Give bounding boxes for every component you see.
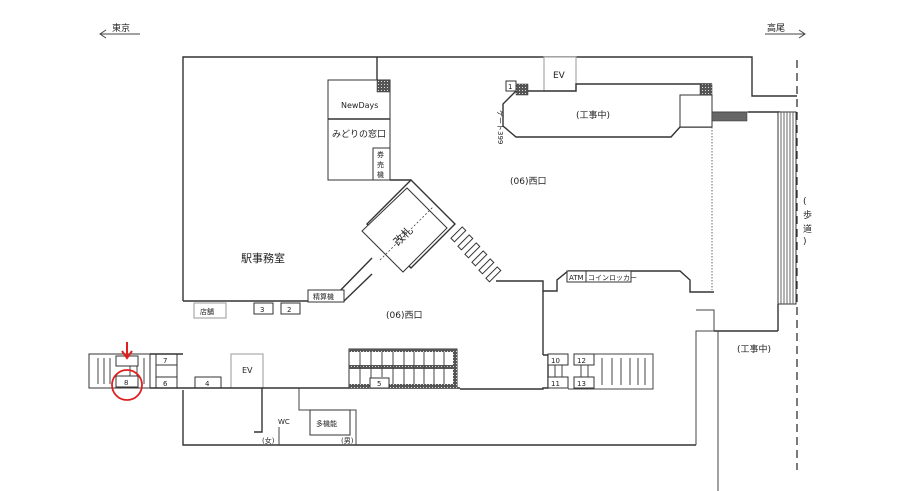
construction-upper: EV 1 ゲート399 (工事中) [496,56,780,290]
highlight-marker [111,342,143,401]
platform-7-label: 7 [163,357,167,365]
platform-12-label: 12 [577,357,586,365]
sidewalk-stairs [777,111,797,331]
platform-2-label: 2 [287,306,291,314]
men-label: (男) [341,437,354,445]
platform-8[interactable] [115,375,139,388]
shop-label: 店舗 [200,307,214,316]
direction-takao-label: 高尾 [767,22,785,34]
west-exit-lower-label: (06)西口 [386,310,422,321]
central-stairs: 5 [348,348,458,389]
direction-takao: 高尾 [765,22,806,39]
construction-lower-label: (工事中) [737,343,771,355]
platform-2: 2 [280,302,301,315]
midori-label: みどりの窓口 [332,128,386,140]
gate-399-label: ゲート399 [496,110,505,144]
platform-3: 3 [253,302,274,315]
fare-adjust-box [307,289,345,303]
east-stairs: 10 11 12 13 [460,353,654,390]
highlight-circle [111,369,143,401]
ticket-gate: 改札 [361,179,714,355]
platform-11-label: 11 [551,380,560,388]
ev-top-label: EV [553,71,566,81]
atm-label: ATM [569,274,584,282]
sidewalk-label-2: 歩 [803,209,812,221]
gate-lanes [450,226,502,283]
ticket-machine-label-3: 機 [377,170,384,179]
platform-5-label: 5 [377,380,381,388]
sidewalk-label-3: 道 [803,223,812,235]
newdays-label: NewDays [341,101,378,110]
direction-tokyo-label: 東京 [112,22,130,34]
multipurpose-label: 多機能 [316,419,337,428]
station-office-label: 駅事務室 [241,251,285,265]
shop-box [193,302,227,319]
platform-13-label: 13 [577,380,586,388]
west-stairs: 8 7 6 [88,353,183,389]
direction-tokyo: 東京 [99,22,140,39]
multipurpose-toilet [309,409,351,436]
wc-label: WC [278,418,290,426]
ev-bottom-label: EV [242,366,253,375]
west-exit-upper-label: (06)西口 [510,176,546,187]
platform-6-label: 6 [163,380,168,388]
construction-upper-label: (工事中) [576,109,610,121]
fare-adjust-label: 精算機 [313,292,334,301]
ticket-machine-label-2: 売 [377,160,384,169]
platform-8-label: 8 [124,379,128,387]
coin-locker-label: コインロッカー [588,274,637,282]
platform-3-label: 3 [260,306,264,314]
platform-10-label: 10 [551,357,560,365]
platform-4-label: 4 [205,380,210,388]
women-label: (女) [262,436,275,445]
ev-bottom [230,353,264,389]
shop-block: NewDays みどりの窓口 券 売 機 [327,57,411,181]
ticket-machine-label-1: 券 [377,150,384,159]
coin-locker-box [585,270,632,283]
sidewalk-label-1: ( [803,197,807,207]
platform-1-label: 1 [508,83,512,91]
sidewalk-label-4: ) [803,237,807,247]
